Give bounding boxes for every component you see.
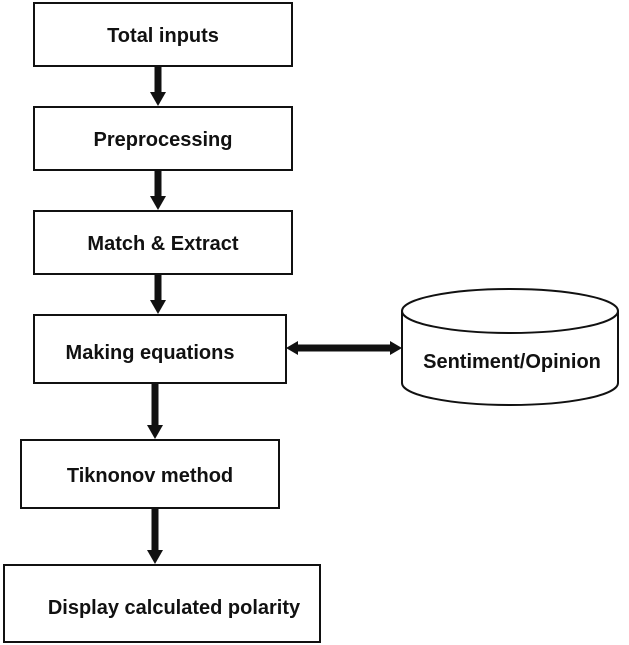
arrow-match-to-equations [150,274,166,314]
arrow-total-to-preprocessing [150,66,166,106]
arrow-equations-to-tiknonov [147,383,163,439]
arrow-tiknonov-to-display [147,508,163,564]
arrow-preprocessing-to-match [150,170,166,210]
arrow-equations-database [286,341,402,355]
step-total-inputs: Total inputs [33,2,293,67]
database-label: Sentiment/Opinion [423,351,601,373]
step-making-equations: Making equations [33,314,287,384]
step-match-extract-label: Match & Extract [87,233,238,255]
step-tiknonov-method-label: Tiknonov method [67,465,233,487]
database-sentiment-opinion: Sentiment/Opinion [401,288,619,406]
step-preprocessing: Preprocessing [33,106,293,171]
step-preprocessing-label: Preprocessing [94,129,233,151]
step-display-calculated-polarity: Display calculated polarity [3,564,321,643]
step-display-calculated-polarity-label: Display calculated polarity [48,597,301,619]
step-total-inputs-label: Total inputs [107,25,219,47]
step-making-equations-label: Making equations [66,342,235,364]
step-match-extract: Match & Extract [33,210,293,275]
step-tiknonov-method: Tiknonov method [20,439,280,509]
